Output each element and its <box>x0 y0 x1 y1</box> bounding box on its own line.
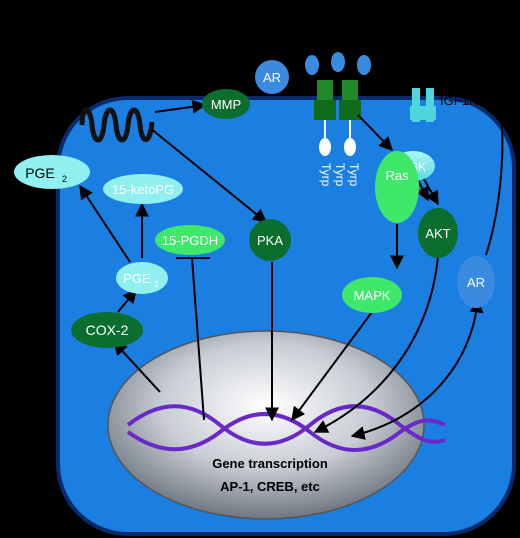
transcription-factors-label: AP-1, CREB, etc <box>220 479 320 494</box>
ar-right-label: AR <box>467 275 485 290</box>
pgdh-node <box>155 225 225 255</box>
ar-top-label: AR <box>263 70 281 85</box>
egfr-receptor-2 <box>339 80 361 156</box>
tyrp-label-3: Tyrp <box>347 163 361 187</box>
arrow-nucleus-ar-right <box>350 298 484 440</box>
arrow-ar-right-to-ligands <box>366 31 504 256</box>
cox2-label: COX-2 <box>86 322 129 338</box>
arrow-nucleus-to-cox2 <box>113 340 161 393</box>
arrow-mmp-to-ar <box>224 58 260 93</box>
egfr-label: EGFR <box>368 80 404 95</box>
pge2-inner-label: PGE <box>123 271 151 286</box>
tyrp-label-1: Tyrp <box>319 163 333 187</box>
pge2-inner-node <box>116 262 168 294</box>
arrow-ep-to-mmp <box>154 99 207 114</box>
ep-receptor <box>79 107 155 143</box>
pka-node <box>249 219 291 261</box>
gene-transcription-label: Gene transcription <box>212 456 328 471</box>
igf1r-label: IGF1R <box>440 93 478 108</box>
arrow-egfr-to-ras <box>357 114 393 152</box>
ligands-label-line1: Ligands <box>315 6 361 21</box>
arrow-pge2-inner-to-outer <box>79 184 131 263</box>
svg-text:2: 2 <box>154 280 159 289</box>
mapk-label: MAPK <box>354 288 391 303</box>
inhibit-pgdh-stem <box>191 257 205 421</box>
ketopg-node <box>103 174 183 204</box>
egfr-receptor-1 <box>314 80 336 156</box>
arrow-cox2-to-pge2 <box>117 288 137 313</box>
pgdh-label: 15-PGDH <box>162 233 218 248</box>
akt-node <box>418 208 458 258</box>
egfr-ligand-2 <box>331 52 345 72</box>
pge2-inner-sub: 2 <box>154 280 159 289</box>
tyrp-label-2: Tyrp <box>333 163 347 187</box>
svg-text:PGE: PGE <box>123 271 151 286</box>
svg-text:PGE: PGE <box>25 165 55 181</box>
arrow-pge2-to-ep <box>46 95 79 159</box>
svg-text:2: 2 <box>62 174 67 184</box>
pge2-outer-sub: 2 <box>62 174 67 184</box>
pge2-outer-node <box>14 155 90 189</box>
akt-label: AKT <box>425 226 450 241</box>
mapk-node <box>342 277 402 313</box>
cox2-node <box>71 312 143 348</box>
ras-label: Ras <box>385 168 409 183</box>
ketopg-label: 15-ketoPG <box>112 182 174 197</box>
arrow-ar-to-ligands <box>289 38 314 63</box>
egfr-ligand-1 <box>305 55 319 75</box>
ar-right-node <box>457 256 495 308</box>
pka-label: PKA <box>257 233 283 248</box>
ep-label: EP <box>95 85 112 100</box>
igf1r-receptor <box>410 88 436 122</box>
mmp-label: MMP <box>211 97 241 112</box>
ar-top-node <box>255 60 289 94</box>
mmp-node <box>202 89 250 119</box>
ras-node <box>375 151 419 223</box>
pge2-outer-label: PGE <box>25 165 55 181</box>
egfr-ligand-3 <box>357 55 371 75</box>
ligands-label-line2: of EGFR <box>313 21 364 36</box>
arrow-ep-to-pka <box>149 127 268 223</box>
